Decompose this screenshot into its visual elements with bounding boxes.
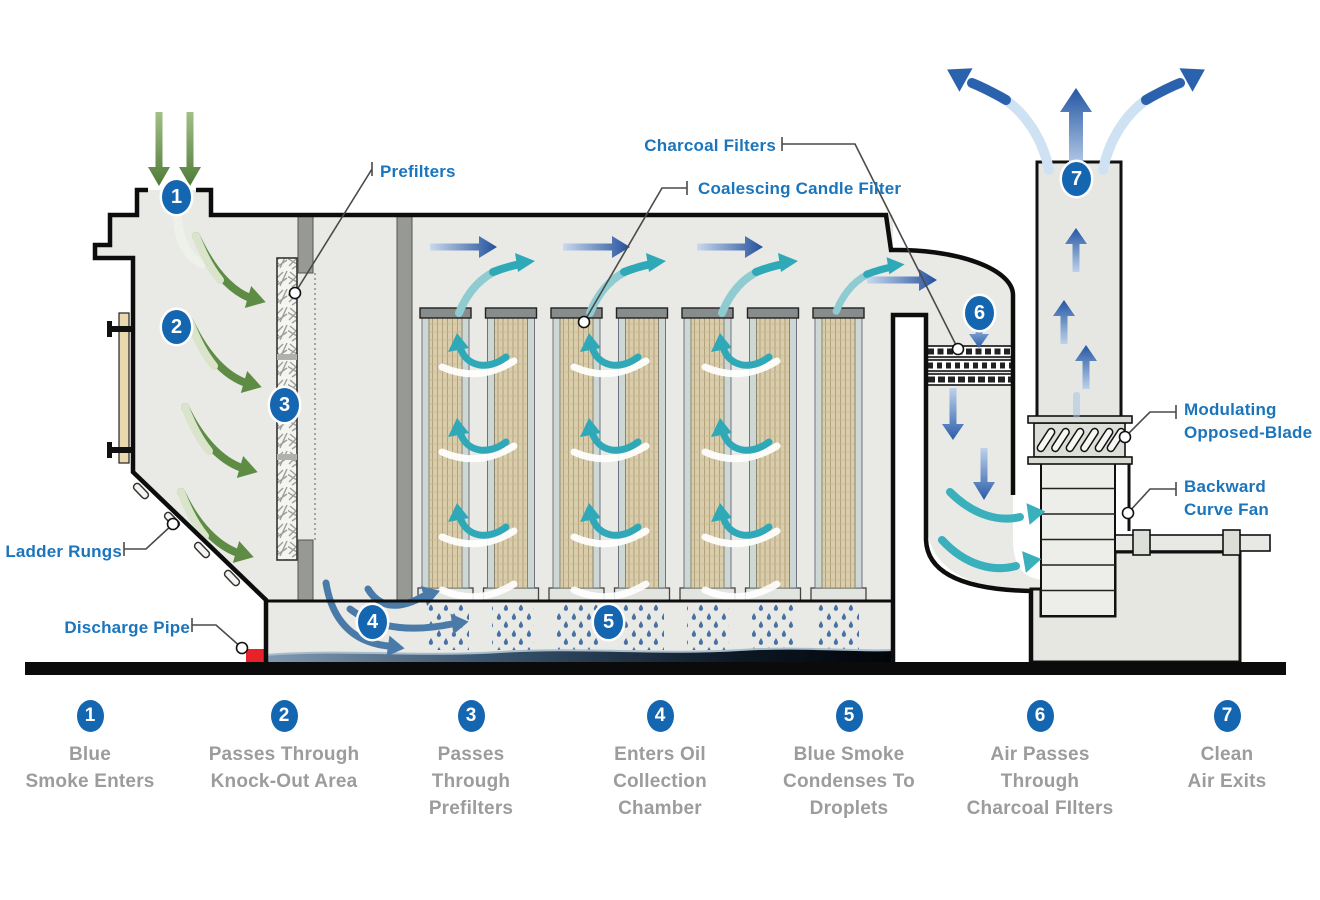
fan-inlet-teal-arrows	[938, 488, 1047, 573]
legend-item-7: 7 Clean Air Exits	[1132, 700, 1320, 795]
stack-up-arrows	[1053, 228, 1097, 418]
inlet-green-arrows	[148, 112, 201, 186]
housing-walls	[92, 187, 1034, 664]
step-badge-7: 7	[1062, 162, 1091, 196]
label-discharge-pipe: Discharge Pipe	[64, 618, 190, 637]
discharge-pipe-stub	[246, 649, 267, 663]
legend-badge-7: 7	[1213, 700, 1241, 732]
duct-down-arrows	[942, 320, 995, 500]
legend-badge-2: 2	[270, 700, 298, 732]
label-ladder-rungs: Ladder Rungs	[5, 542, 122, 561]
legend-badge-4: 4	[646, 700, 674, 732]
callout-leaders	[123, 137, 1177, 649]
label-coalescing-candle-filter: Coalescing Candle Filter	[698, 179, 902, 198]
legend-badge-1: 1	[76, 700, 104, 732]
legend-item-5: 5 Blue Smoke Condenses To Droplets	[754, 700, 944, 822]
legend-badge-6: 6	[1026, 700, 1054, 732]
legend-badge-5: 5	[835, 700, 863, 732]
backward-curve-fan-box	[1040, 462, 1116, 617]
legend-item-6: 6 Air Passes Through Charcoal FIlters	[945, 700, 1135, 822]
step-badge-1: 1	[162, 180, 191, 214]
modulating-damper	[1027, 415, 1133, 465]
label-prefilters: Prefilters	[380, 162, 456, 181]
legend-item-2: 2 Passes Through Knock-Out Area	[189, 700, 379, 795]
step-badge-4: 4	[358, 605, 387, 639]
clean-air-exit-arrows	[940, 57, 1212, 175]
access-door	[107, 312, 133, 464]
step-badge-5: 5	[594, 605, 623, 639]
label-charcoal-filters: Charcoal Filters	[644, 136, 776, 155]
step-badge-2: 2	[162, 310, 191, 344]
step-badge-3: 3	[270, 388, 299, 422]
label-backward-curve-fan: Backward Curve Fan	[1184, 477, 1269, 519]
exhaust-stack	[1035, 160, 1123, 420]
condensed-droplets	[427, 605, 859, 650]
chamber-horizontal-arrows	[430, 236, 937, 291]
step-badge-6: 6	[965, 296, 994, 330]
ground-line	[25, 662, 1286, 675]
oil-pool	[265, 647, 894, 662]
legend-item-4: 4 Enters Oil Collection Chamber	[565, 700, 755, 822]
charcoal-filters	[925, 345, 1014, 386]
legend-badge-3: 3	[457, 700, 485, 732]
callout-markers	[166, 286, 1135, 655]
legend-item-1: 1 Blue Smoke Enters	[0, 700, 185, 795]
legend-item-3: 3 Passes Through Prefilters	[376, 700, 566, 822]
fan-discharge-plate	[1114, 463, 1271, 556]
label-modulating-opposed-blade: Modulating Opposed-Blade	[1184, 400, 1313, 442]
knockout-green-arrows	[172, 208, 269, 569]
